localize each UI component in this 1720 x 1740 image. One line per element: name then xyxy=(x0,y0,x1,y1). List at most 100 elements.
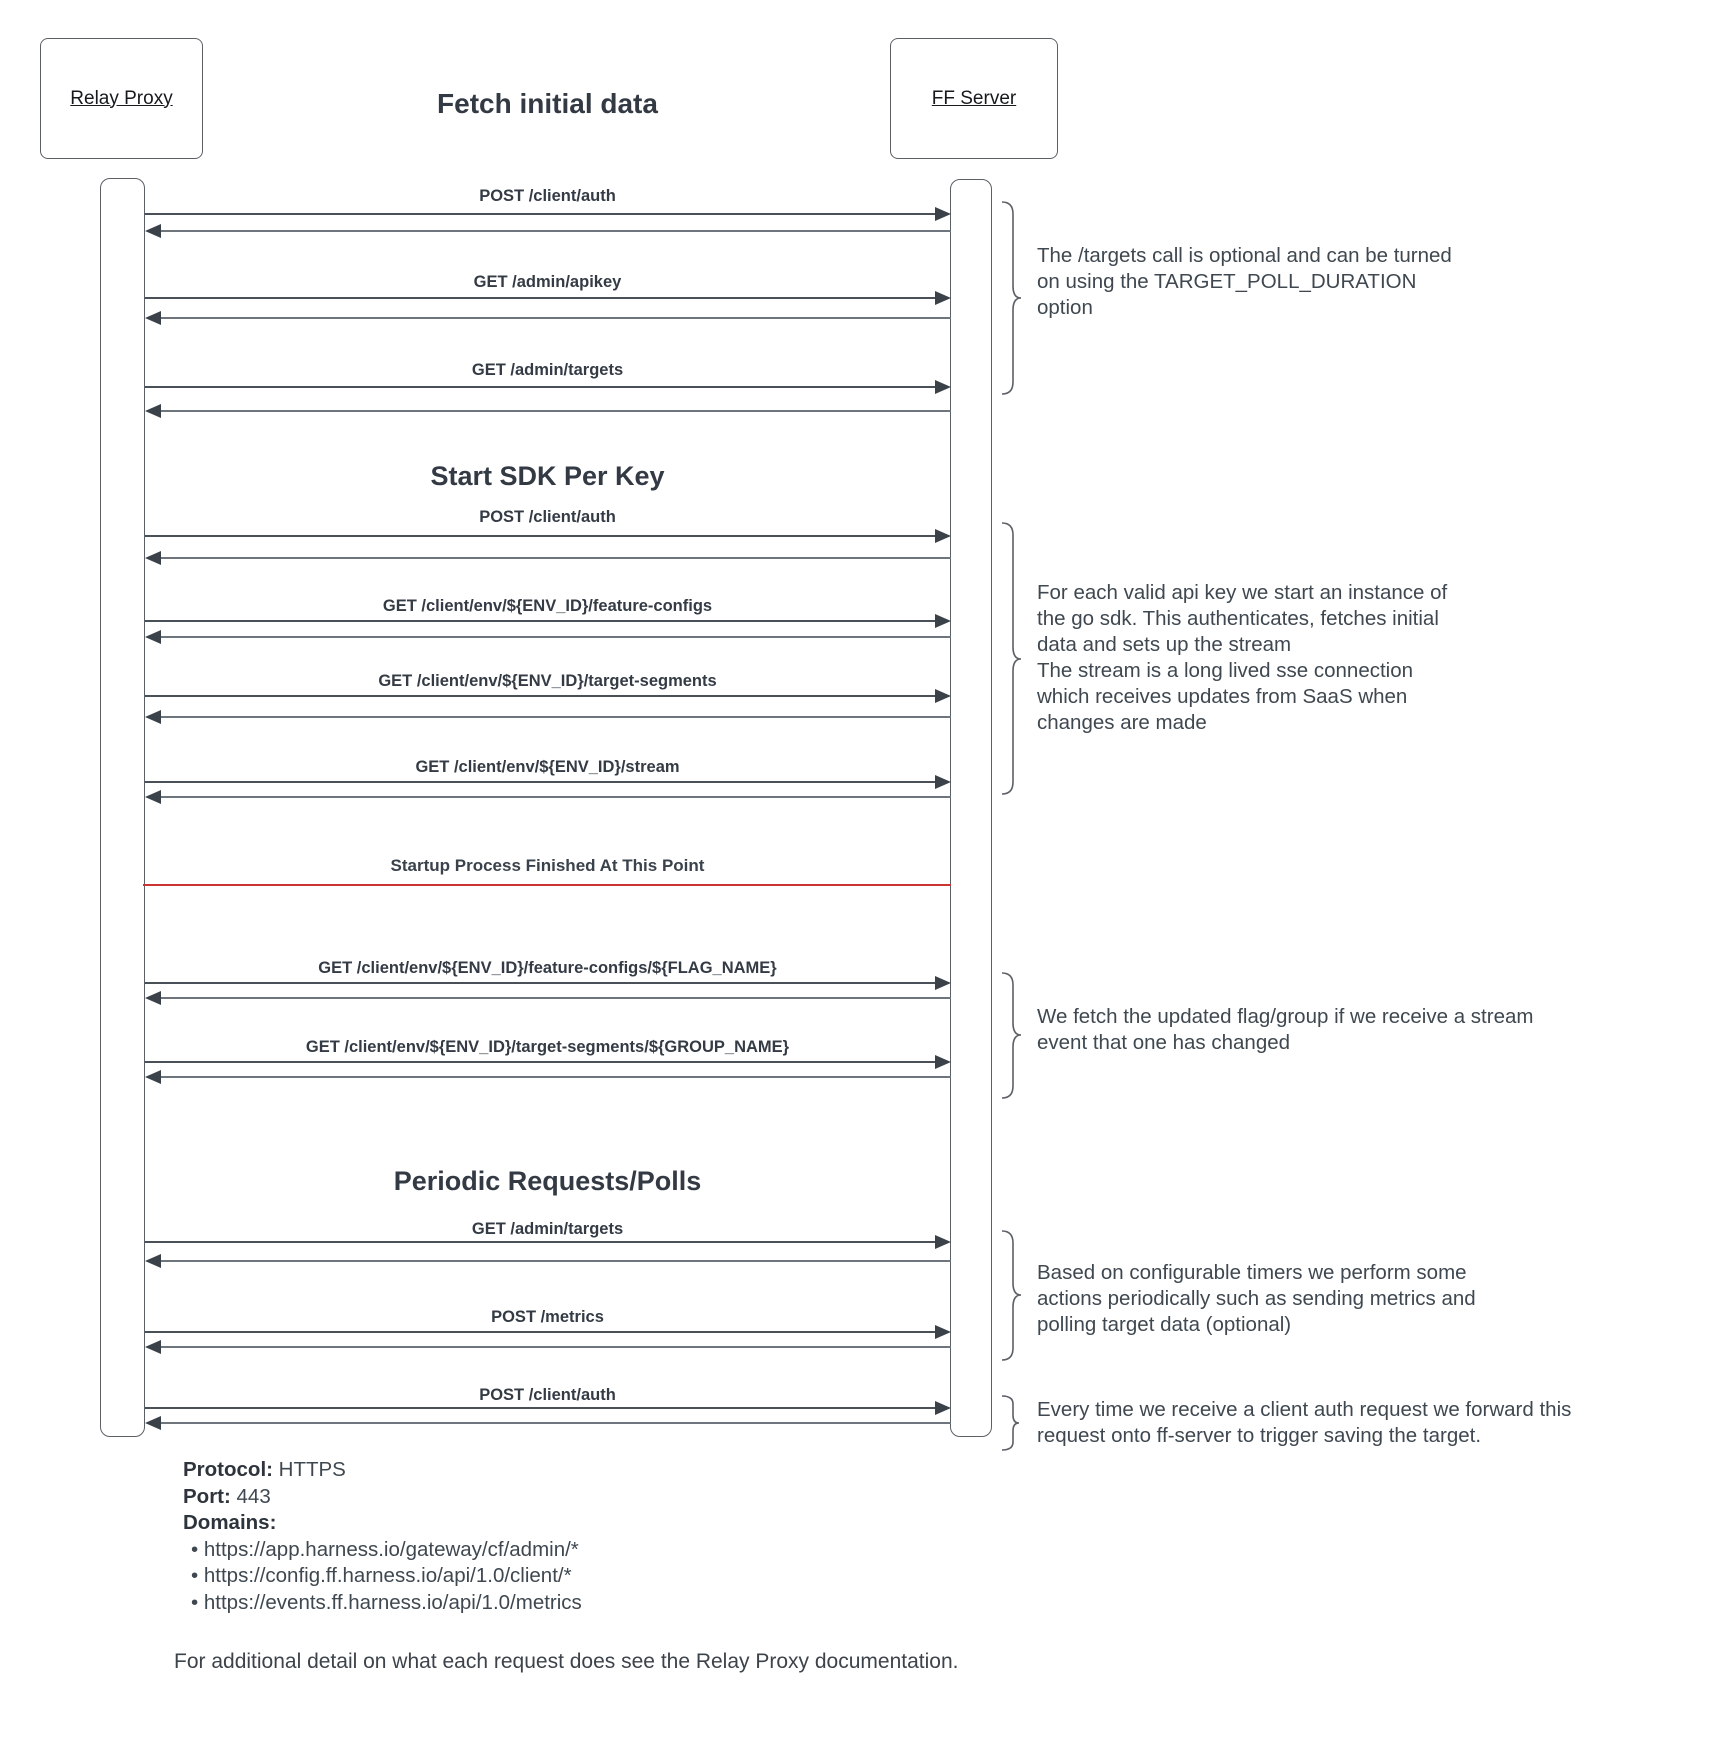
arrowhead-left-icon xyxy=(145,311,161,325)
arrowhead-left-icon xyxy=(145,1070,161,1084)
arrow-shaft xyxy=(145,213,938,215)
actor-box-ff-server: FF Server xyxy=(890,38,1058,159)
arrow-shaft xyxy=(145,1331,938,1333)
response-arrow xyxy=(145,710,951,724)
request-arrow xyxy=(145,614,951,628)
note-line: request onto ff-server to trigger saving… xyxy=(1037,1424,1482,1447)
note-stream-update: We fetch the updated flag/group if we re… xyxy=(1037,1004,1677,1056)
port-label: Port: xyxy=(183,1484,231,1508)
arrow-shaft xyxy=(145,695,938,697)
lifeline-relay-proxy xyxy=(100,178,145,1437)
domain-item: https://events.ff.harness.io/api/1.0/met… xyxy=(183,1590,883,1617)
arrow-shaft xyxy=(158,230,951,232)
brace-client-auth xyxy=(1001,1395,1020,1451)
request-arrow xyxy=(145,1325,951,1339)
request-arrow xyxy=(145,1401,951,1415)
arrowhead-right-icon xyxy=(935,689,951,703)
message-label: POST /client/auth xyxy=(479,508,616,526)
note-line: on using the TARGET_POLL_DURATION xyxy=(1037,270,1417,293)
arrow-shaft xyxy=(158,1422,951,1424)
response-arrow xyxy=(145,404,951,418)
arrowhead-right-icon xyxy=(935,1401,951,1415)
request-arrow xyxy=(145,775,951,789)
note-line: We fetch the updated flag/group if we re… xyxy=(1037,1005,1534,1028)
footer-note: For additional detail on what each reque… xyxy=(174,1650,959,1673)
arrow-shaft xyxy=(158,410,951,412)
arrowhead-left-icon xyxy=(145,1254,161,1268)
protocol-value: HTTPS xyxy=(272,1458,346,1481)
request-arrow xyxy=(145,976,951,990)
arrowhead-left-icon xyxy=(145,991,161,1005)
request-arrow xyxy=(145,529,951,543)
message-label: POST /client/auth xyxy=(479,187,616,205)
note-line: Based on configurable timers we perform … xyxy=(1037,1261,1467,1284)
arrowhead-right-icon xyxy=(935,529,951,543)
arrow-shaft xyxy=(145,386,938,388)
note-sdk-start: For each valid api key we start an insta… xyxy=(1037,580,1677,736)
arrow-shaft xyxy=(145,1241,938,1243)
arrowhead-right-icon xyxy=(935,1055,951,1069)
note-line: the go sdk. This authenticates, fetches … xyxy=(1037,607,1439,630)
response-arrow xyxy=(145,1340,951,1354)
arrow-shaft xyxy=(145,1061,938,1063)
arrowhead-left-icon xyxy=(145,551,161,565)
port-value: 443 xyxy=(230,1484,271,1508)
arrow-shaft xyxy=(145,535,938,537)
request-arrow xyxy=(145,207,951,221)
arrowhead-left-icon xyxy=(145,790,161,804)
arrowhead-right-icon xyxy=(935,291,951,305)
arrow-shaft xyxy=(158,557,951,559)
message-label: POST /client/auth xyxy=(479,1386,616,1404)
response-arrow xyxy=(145,224,951,238)
note-targets-optional: The /targets call is optional and can be… xyxy=(1037,243,1677,321)
arrowhead-left-icon xyxy=(145,1340,161,1354)
message-label: GET /client/env/${ENV_ID}/feature-config… xyxy=(382,597,713,615)
arrow-shaft xyxy=(158,796,951,798)
response-arrow xyxy=(145,1254,951,1268)
request-arrow xyxy=(145,1055,951,1069)
protocol-label: Protocol: xyxy=(183,1458,273,1481)
arrow-shaft xyxy=(145,781,938,783)
note-line: which receives updates from SaaS when xyxy=(1037,685,1408,708)
arrowhead-right-icon xyxy=(935,380,951,394)
domain-item: https://app.harness.io/gateway/cf/admin/… xyxy=(183,1537,883,1564)
startup-divider-label: Startup Process Finished At This Point xyxy=(390,856,705,875)
message-label: GET /client/env/${ENV_ID}/stream xyxy=(415,758,680,776)
actor-box-relay-proxy: Relay Proxy xyxy=(40,38,203,159)
protocol-line: Protocol: HTTPS xyxy=(183,1457,883,1484)
note-line: The /targets call is optional and can be… xyxy=(1037,244,1452,267)
brace-periodic xyxy=(1001,1230,1022,1361)
arrowhead-right-icon xyxy=(935,1325,951,1339)
note-line: changes are made xyxy=(1037,711,1207,734)
response-arrow xyxy=(145,551,951,565)
arrow-shaft xyxy=(158,317,951,319)
arrowhead-left-icon xyxy=(145,630,161,644)
brace-stream-update xyxy=(1001,972,1022,1099)
response-arrow xyxy=(145,991,951,1005)
domain-item: https://config.ff.harness.io/api/1.0/cli… xyxy=(183,1563,883,1590)
response-arrow xyxy=(145,1416,951,1430)
response-arrow xyxy=(145,790,951,804)
section-heading-periodic: Periodic Requests/Polls xyxy=(393,1166,702,1196)
note-line: data and sets up the stream xyxy=(1037,633,1292,656)
domains-label: Domains: xyxy=(183,1511,277,1534)
note-line: option xyxy=(1037,296,1093,319)
brace-targets-optional xyxy=(1001,201,1022,395)
response-arrow xyxy=(145,311,951,325)
arrowhead-right-icon xyxy=(935,207,951,221)
brace-sdk-start xyxy=(1001,522,1022,795)
note-line: Every time we receive a client auth requ… xyxy=(1037,1398,1572,1421)
message-label: GET /client/env/${ENV_ID}/target-segment… xyxy=(378,672,717,690)
arrow-shaft xyxy=(145,297,938,299)
arrowhead-left-icon xyxy=(145,1416,161,1430)
arrow-shaft xyxy=(145,982,938,984)
arrow-shaft xyxy=(158,716,951,718)
message-label: GET /admin/apikey xyxy=(473,273,622,291)
arrowhead-left-icon xyxy=(145,710,161,724)
startup-divider-line xyxy=(143,884,951,886)
note-client-auth-forward: Every time we receive a client auth requ… xyxy=(1037,1397,1677,1449)
note-line: polling target data (optional) xyxy=(1037,1313,1292,1336)
arrow-shaft xyxy=(145,1407,938,1409)
arrow-shaft xyxy=(158,636,951,638)
message-label: GET /admin/targets xyxy=(471,361,624,379)
